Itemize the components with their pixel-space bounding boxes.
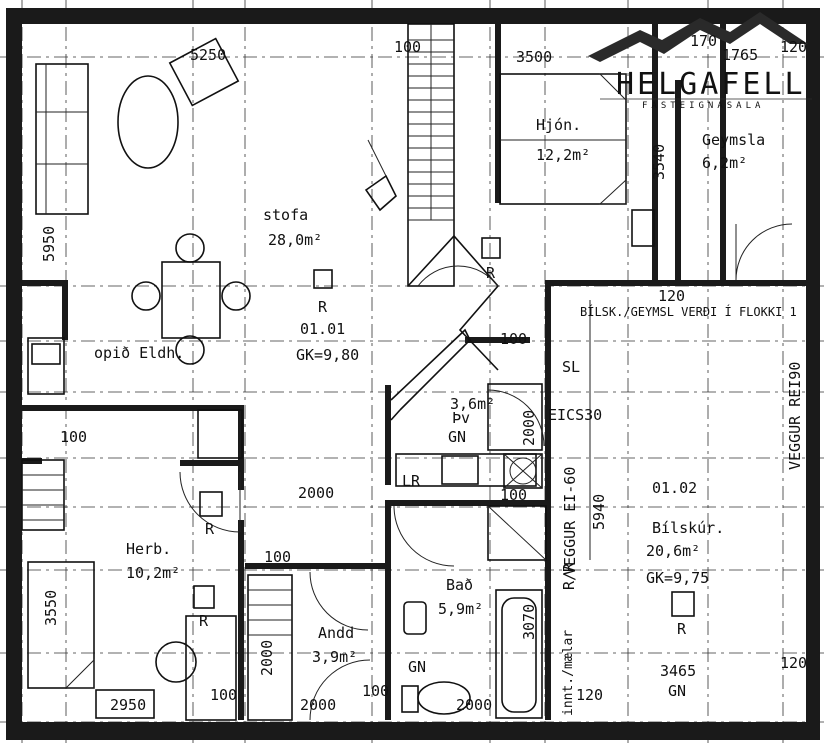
gn-label-2: GN [408, 658, 426, 676]
r-marker: R [677, 620, 687, 638]
dim-label: 5940 [590, 494, 608, 530]
dim-label: 100 [362, 682, 389, 700]
main-unit-code: 01.01 [300, 320, 345, 338]
dim-label: 120 [780, 38, 807, 56]
room-andd-area: 3,9m² [312, 648, 357, 666]
gn-label-1: GN [448, 428, 466, 446]
veggur-ei60-label: VEGGUR EI-60 [561, 467, 579, 575]
r-marker: R [205, 520, 215, 538]
door-swings [179, 223, 793, 721]
logo-subtitle: FASTEIGNASALA [642, 101, 764, 111]
room-herb-area: 10,2m² [126, 564, 180, 582]
room-bilskur-gk: GK=9,75 [646, 569, 709, 587]
gn-label-3: GN [668, 682, 686, 700]
dim-label: 100 [60, 428, 87, 446]
room-geymsla-name: Geymsla [702, 131, 765, 149]
furniture [27, 37, 695, 721]
room-bilskur-name: Bílskúr. [652, 519, 724, 537]
dim-label: 100 [394, 38, 421, 56]
r-marker: R [486, 264, 496, 282]
dim-label: 2000 [520, 410, 538, 446]
staircase [390, 23, 500, 421]
dim-label: 2000 [456, 696, 492, 714]
plan-notes: BÍLSK./GEYMSL VERÐI Í FLOKKI 1 VEGGUR RE… [402, 304, 804, 716]
dim-label: 2000 [258, 640, 276, 676]
dim-label: 3070 [520, 604, 538, 640]
dimension-labels: 5250 3500 1765 120 170 100 5950 3540 120… [40, 32, 807, 714]
room-eldh-name: opið Eldh. [94, 344, 184, 362]
dim-label: 100 [500, 486, 527, 504]
rr-label: R/R [560, 562, 578, 590]
sl-label: SL [562, 358, 580, 376]
dim-label: 5950 [40, 226, 58, 262]
dim-label: 3500 [516, 48, 552, 66]
r-marker: R [318, 298, 328, 316]
eics30-label: EICS30 [548, 406, 602, 424]
dim-label: 3465 [660, 662, 696, 680]
dim-label: 3550 [42, 590, 60, 626]
logo-name: HELGAFELL [616, 67, 806, 102]
room-herb-name: Herb. [126, 540, 171, 558]
room-stofa-name: stofa [263, 206, 308, 224]
helgafell-logo: HELGAFELL FASTEIGNASALA [588, 12, 812, 111]
garage-note: BÍLSK./GEYMSL VERÐI Í FLOKKI 1 [580, 304, 797, 319]
room-andd-name: Andd [318, 624, 354, 642]
room-stofa-area: 28,0m² [268, 231, 322, 249]
mountain-logo-icon [588, 12, 808, 62]
dim-label: 100 [264, 548, 291, 566]
veggur-rei90-label: VEGGUR REI90 [786, 362, 804, 470]
r-marker: R [199, 612, 209, 630]
room-hjon-area: 12,2m² [536, 146, 590, 164]
room-labels: stofa 28,0m² Hjón. 12,2m² Geymsla 6,2m² … [94, 116, 765, 666]
room-hjon-name: Hjón. [536, 116, 581, 134]
inntak-label: innt./mælar [561, 630, 576, 716]
dim-label: 170 [690, 32, 717, 50]
stairs-left [21, 459, 293, 721]
interior-walls [22, 20, 807, 720]
room-small-area: 3,6m² [450, 395, 495, 413]
dim-label: 120 [576, 686, 603, 704]
dim-label: 120 [780, 654, 807, 672]
dim-label: 1765 [722, 46, 758, 64]
room-bad-area: 5,9m² [438, 600, 483, 618]
dim-label: 2950 [110, 696, 146, 714]
room-bad-name: Bað [446, 576, 473, 594]
dim-label: 3540 [650, 144, 668, 180]
main-unit-gk: GK=9,80 [296, 346, 359, 364]
dim-label: 2000 [298, 484, 334, 502]
room-geymsla-area: 6,2m² [702, 154, 747, 172]
r-markers: R R R R R [199, 264, 687, 638]
dim-label: 120 [658, 287, 685, 305]
room-bilskur-area: 20,6m² [646, 542, 700, 560]
dim-label: 100 [500, 330, 527, 348]
room-bilskur-code: 01.02 [652, 479, 697, 497]
dim-label: 2000 [300, 696, 336, 714]
lr-label: LR [402, 472, 421, 490]
dim-label: 5250 [190, 46, 226, 64]
room-small-code: Þv [452, 409, 470, 427]
dim-label: 100 [210, 686, 237, 704]
outer-walls [6, 8, 820, 740]
